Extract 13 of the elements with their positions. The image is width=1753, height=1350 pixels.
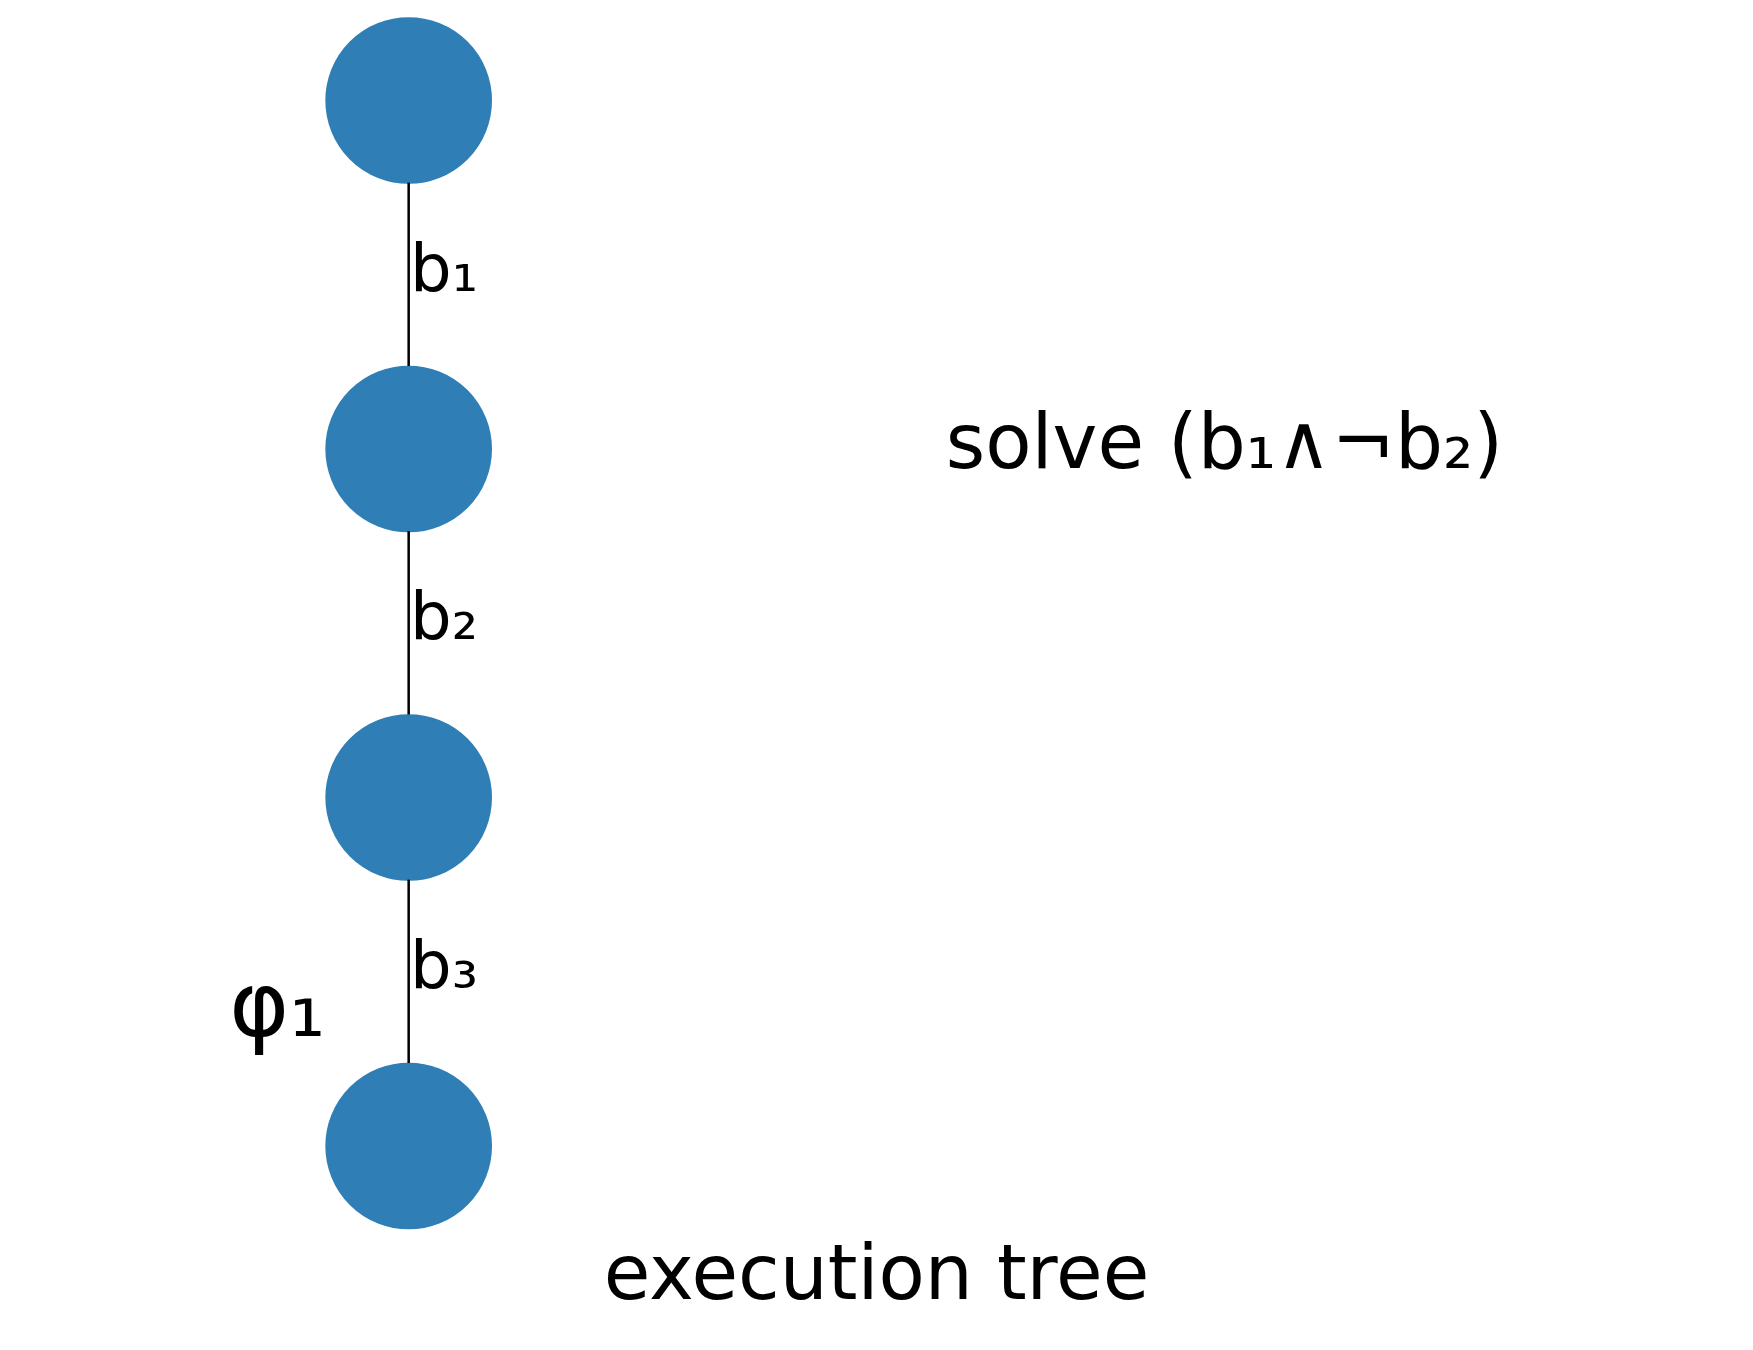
label: solve (b₁∧¬b₂) — [945, 397, 1504, 486]
node-circle — [325, 1062, 492, 1230]
node-circle — [325, 17, 492, 184]
edge-label: b₂ — [410, 578, 479, 655]
node-circle — [325, 365, 492, 533]
connector — [407, 182, 410, 367]
edge-label: b₃ — [410, 926, 479, 1003]
connector — [407, 531, 410, 715]
edge-label: b₁ — [410, 229, 479, 306]
node-circle — [325, 714, 492, 881]
connector — [407, 879, 410, 1064]
node-label: φ₁ — [229, 951, 326, 1057]
caption: execution tree — [603, 1228, 1150, 1317]
